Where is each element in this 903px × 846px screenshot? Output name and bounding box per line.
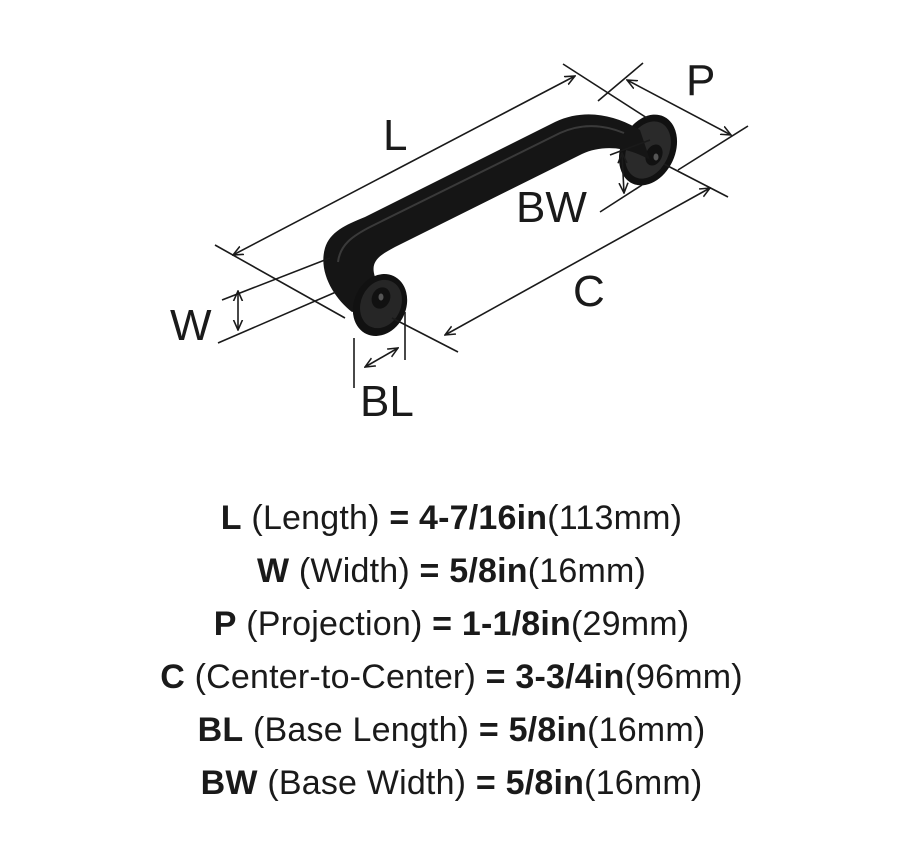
spec-metric: (29mm): [570, 605, 690, 643]
spec-metric: (16mm): [587, 711, 706, 749]
projection-extension-bottom: [677, 125, 749, 171]
spec-equals: =: [478, 711, 499, 749]
spec-name: (Base Length): [253, 711, 470, 749]
base-width-extension-bottom: [599, 184, 643, 213]
spec-base-width: BW (Base Width) = 5/8in(16mm): [0, 757, 903, 810]
spec-width: W (Width) = 5/8in(16mm): [0, 545, 903, 598]
base-width-dimension-arrow: [622, 153, 624, 193]
projection-label: P: [686, 56, 715, 105]
length-extension-right: [562, 63, 648, 119]
spec-equals: =: [475, 764, 496, 802]
spec-equals: =: [485, 658, 506, 696]
spec-metric: (113mm): [547, 499, 683, 537]
base-length-label: BL: [360, 377, 414, 426]
dimension-spec-list: L (Length) = 4-7/16in(113mm) W (Width) =…: [0, 492, 903, 810]
spec-imperial: 4-7/16in: [419, 499, 548, 537]
center-label: C: [573, 267, 605, 316]
projection-extension-top: [597, 62, 644, 102]
spec-abbr: BL: [197, 711, 244, 749]
spec-metric: (96mm): [624, 658, 743, 696]
spec-metric: (16mm): [584, 764, 703, 802]
center-extension-left: [391, 317, 459, 353]
spec-base-length: BL (Base Length) = 5/8in(16mm): [0, 704, 903, 757]
width-extension-bottom: [217, 291, 337, 344]
base-width-extension-top: [609, 139, 651, 156]
spec-name: (Center-to-Center): [194, 658, 476, 696]
length-label: L: [383, 111, 407, 160]
spec-equals: =: [432, 605, 453, 643]
spec-center-to-center: C (Center-to-Center) = 3-3/4in(96mm): [0, 651, 903, 704]
spec-abbr: P: [213, 605, 237, 643]
spec-name: (Base Width): [267, 764, 467, 802]
center-extension-right: [663, 163, 729, 198]
spec-imperial: 1-1/8in: [461, 605, 571, 643]
spec-metric: (16mm): [527, 552, 647, 590]
base-width-label: BW: [516, 183, 587, 232]
spec-length: L (Length) = 4-7/16in(113mm): [0, 492, 903, 545]
spec-imperial: 5/8in: [505, 764, 585, 802]
length-extension-left: [214, 244, 346, 319]
spec-imperial: 3-3/4in: [515, 658, 625, 696]
length-dimension-arrow: [233, 76, 575, 255]
center-dimension-arrow: [445, 188, 710, 335]
spec-abbr: BW: [200, 764, 258, 802]
cabinet-pull-illustration: [323, 114, 678, 337]
spec-projection: P (Projection) = 1-1/8in(29mm): [0, 598, 903, 651]
spec-abbr: C: [160, 658, 185, 696]
spec-equals: =: [389, 499, 410, 537]
base-length-dimension-arrow: [365, 348, 398, 367]
spec-name: (Projection): [246, 605, 423, 643]
spec-name: (Width): [298, 552, 410, 590]
spec-abbr: L: [220, 499, 242, 537]
spec-imperial: 5/8in: [508, 711, 588, 749]
projection-dimension-arrow: [627, 80, 731, 135]
spec-name: (Length): [251, 499, 380, 537]
width-label: W: [170, 301, 212, 350]
spec-equals: =: [419, 552, 440, 590]
spec-abbr: W: [256, 552, 290, 590]
spec-imperial: 5/8in: [449, 552, 528, 590]
